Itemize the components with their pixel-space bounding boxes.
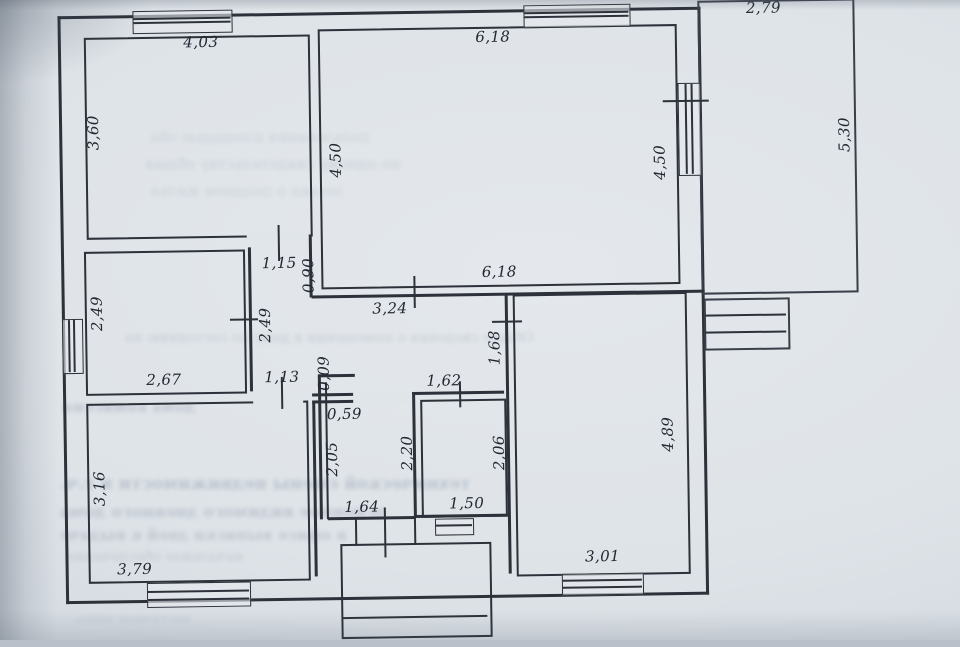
dimension-label: 0,59 — [326, 404, 363, 424]
page-edge-shadow-bottom — [0, 610, 960, 640]
window-bottom-left — [146, 581, 252, 608]
page-edge-shadow-left — [0, 0, 58, 640]
wall-segment — [413, 517, 417, 545]
dimension-label: 2,06 — [489, 435, 509, 471]
window-right-main — [677, 82, 702, 177]
dimension-label: 1,68 — [485, 330, 504, 366]
dimension-label: 4,50 — [326, 142, 345, 178]
wall-segment — [312, 400, 318, 577]
page-edge-shadow-corner — [0, 0, 220, 120]
dimension-label: 0,90 — [299, 257, 318, 294]
dimension-label: 2,20 — [397, 435, 417, 471]
dimension-label: 5,30 — [835, 116, 854, 153]
dimension-label: 2,49 — [87, 296, 107, 332]
window-bottom-right — [561, 572, 645, 596]
wall-segment — [354, 518, 358, 546]
dimension-label: 3,16 — [90, 471, 109, 507]
window-bathroom — [434, 518, 475, 536]
dimension-label: 4,89 — [658, 416, 677, 452]
door-opening — [355, 391, 411, 404]
dimension-label: 2,49 — [255, 307, 275, 343]
dimension-tick — [383, 507, 387, 558]
wall-segment — [327, 515, 416, 520]
dimension-label: 2,67 — [146, 370, 182, 389]
dimension-label: 0,09 — [314, 355, 334, 391]
wall-segment — [317, 374, 323, 520]
entry-steps-outline — [703, 297, 791, 351]
dimension-label: 1,62 — [426, 371, 462, 390]
dimension-label: 1,50 — [449, 493, 485, 513]
dimension-label: 1,15 — [261, 253, 297, 273]
veranda-outline — [697, 0, 859, 295]
dimension-label: 6,18 — [481, 262, 517, 281]
dimension-label: 3,60 — [83, 115, 103, 151]
dimension-label: 3,01 — [584, 546, 621, 566]
dimension-label: 1,64 — [344, 497, 380, 517]
room-bottom-left-outline — [86, 400, 311, 584]
dimension-label: 4,50 — [650, 144, 669, 180]
page-edge-shadow-top — [0, 0, 960, 10]
dimension-label: 3,79 — [117, 559, 153, 579]
dimension-label: 2,05 — [322, 441, 342, 477]
dimension-tick — [229, 318, 258, 321]
dimension-label: 3,24 — [372, 299, 408, 318]
dimension-label: 6,18 — [475, 27, 511, 47]
dimension-label: 1,13 — [264, 367, 300, 387]
door-opening — [253, 399, 304, 407]
room-main-outline — [317, 24, 681, 290]
